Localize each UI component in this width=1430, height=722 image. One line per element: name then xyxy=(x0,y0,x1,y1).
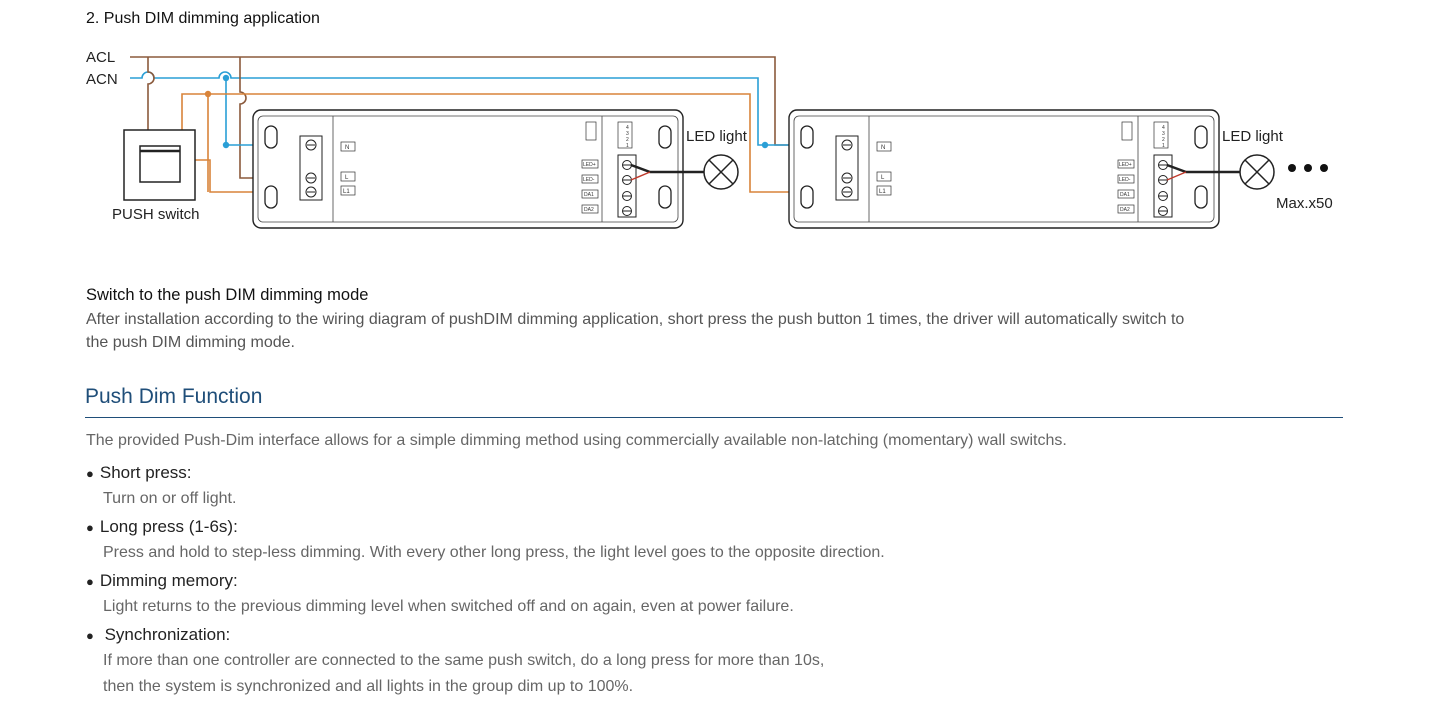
led-label-1: LED light xyxy=(686,128,748,145)
led-2-wire-red xyxy=(1166,171,1187,181)
bullet-item-dimming-memory: ● Dimming memory: xyxy=(86,571,238,591)
bullet-head-label: Synchronization: xyxy=(99,625,231,644)
bullet-icon: ● xyxy=(86,466,94,481)
bullet-head-label: Short press: xyxy=(99,463,192,482)
max-label: Max.x50 xyxy=(1276,195,1333,212)
terminal-label: L xyxy=(345,175,349,181)
terminal-label: DA1 xyxy=(584,192,594,198)
junction-dot xyxy=(204,90,212,98)
switch-feed-wire xyxy=(147,57,155,130)
dip-number: 3 xyxy=(1162,131,1165,137)
dip-number: 4 xyxy=(626,125,629,131)
junction-dot xyxy=(222,74,230,82)
terminal-label: DA2 xyxy=(584,207,594,213)
function-intro: The provided Push-Dim interface allows f… xyxy=(86,432,1067,449)
terminal-label: LED+ xyxy=(1119,162,1132,168)
led-light-1-icon xyxy=(703,154,739,190)
terminal-label: N xyxy=(345,145,349,151)
terminal-label: DA1 xyxy=(1120,192,1130,198)
diagram-heading: 2. Push DIM dimming application xyxy=(86,10,320,27)
bullet-icon: ● xyxy=(86,628,94,643)
dip-number: 2 xyxy=(1162,137,1165,143)
acl-label: ACL xyxy=(86,49,115,66)
terminal-label: L1 xyxy=(343,189,350,195)
wiring-diagram: ACL ACN PUSH switch xyxy=(86,49,1333,229)
ellipsis-icon xyxy=(1320,164,1328,172)
ellipsis-icon xyxy=(1304,164,1312,172)
mode-text-line-2: the push DIM dimming mode. xyxy=(86,334,295,351)
led-1-wire-red xyxy=(630,171,651,181)
bullet-item-short-press: ● Short press: xyxy=(86,463,192,483)
section-title: Push Dim Function xyxy=(85,385,263,408)
push-wire xyxy=(181,93,800,193)
terminal-label: LED- xyxy=(1119,177,1131,183)
bullet-head-label: Long press (1-6s): xyxy=(99,517,238,536)
bullet-body: Press and hold to step-less dimming. Wit… xyxy=(103,544,885,561)
mode-text-line-1: After installation according to the wiri… xyxy=(86,311,1185,328)
driver-1: N L L1 LED+ LED- DA1 DA2 4 3 2 1 xyxy=(252,109,684,229)
dip-number: 1 xyxy=(626,143,629,149)
led-light-2-icon xyxy=(1239,154,1275,190)
terminal-label: LED+ xyxy=(583,162,596,168)
driver-2: N L L1 LED+ LED- DA1 DA2 4 3 2 1 xyxy=(788,109,1220,229)
junction-dot xyxy=(222,141,230,149)
terminal-label: N xyxy=(881,145,885,151)
bullet-icon: ● xyxy=(86,520,94,535)
acn-wire xyxy=(130,71,765,146)
bullet-body: Light returns to the previous dimming le… xyxy=(103,598,794,615)
bullet-body: If more than one controller are connecte… xyxy=(103,652,825,669)
bullet-item-synchronization: ● Synchronization: xyxy=(86,625,230,645)
bullet-icon: ● xyxy=(86,574,94,589)
push-switch xyxy=(123,129,196,201)
mode-title: Switch to the push DIM dimming mode xyxy=(86,286,369,304)
terminal-label: L xyxy=(881,175,885,181)
bullet-body: then the system is synchronized and all … xyxy=(103,678,634,695)
terminal-label: L1 xyxy=(879,189,886,195)
bullet-item-long-press: ● Long press (1-6s): xyxy=(86,517,238,537)
acn-label: ACN xyxy=(86,71,118,88)
dip-number: 4 xyxy=(1162,125,1165,131)
switch-label: PUSH switch xyxy=(112,206,200,223)
led-label-2: LED light xyxy=(1222,128,1284,145)
dip-number: 1 xyxy=(1162,143,1165,149)
bullet-head-label: Dimming memory: xyxy=(99,571,238,590)
terminal-label: DA2 xyxy=(1120,207,1130,213)
terminal-label: LED- xyxy=(583,177,595,183)
dip-number: 3 xyxy=(626,131,629,137)
driver1-l-wire xyxy=(239,57,312,179)
ellipsis-icon xyxy=(1288,164,1296,172)
bullet-body: Turn on or off light. xyxy=(103,490,237,507)
section-divider xyxy=(85,417,1343,418)
dip-number: 2 xyxy=(626,137,629,143)
